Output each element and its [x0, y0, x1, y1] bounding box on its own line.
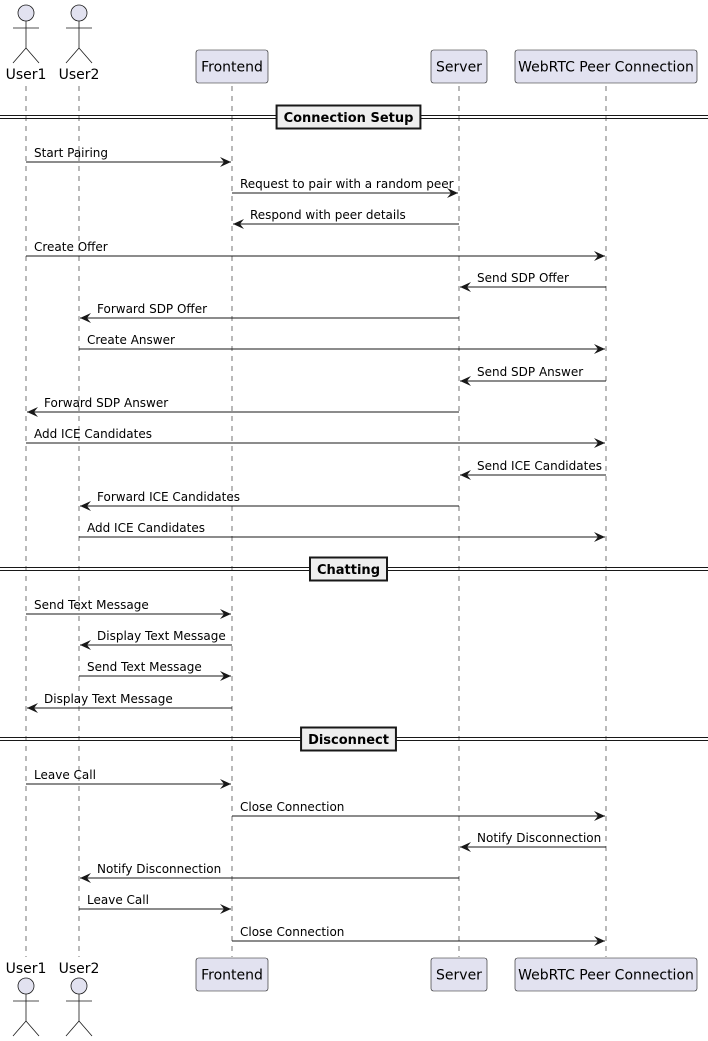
participant-box: [514, 957, 698, 992]
message-label: Add ICE Candidates: [87, 521, 205, 535]
message: Add ICE Candidates: [79, 521, 605, 542]
participant-box: [430, 49, 488, 84]
message: Leave Call: [26, 768, 231, 789]
message: Close Connection: [232, 800, 605, 821]
message-label: Send ICE Candidates: [477, 459, 602, 473]
message-label: Notify Disconnection: [97, 862, 221, 876]
message-label: Send Text Message: [34, 598, 149, 612]
message-label: Request to pair with a random peer: [240, 177, 454, 191]
message-label: Respond with peer details: [250, 208, 406, 222]
actor-user2-top: User2: [59, 4, 100, 83]
message: Create Answer: [79, 333, 605, 354]
participant-frontend-top: Frontend: [195, 49, 269, 84]
message: Close Connection: [232, 925, 605, 946]
message-label: Create Offer: [34, 240, 108, 254]
participant-label: User1: [6, 67, 47, 83]
message-label: Display Text Message: [97, 629, 226, 643]
section-divider: Chatting: [0, 556, 708, 582]
participant-box: [195, 49, 269, 84]
participant-label: Server: [436, 60, 482, 76]
section-title-box: [300, 726, 397, 752]
message-label: Forward SDP Offer: [97, 302, 207, 316]
participant-box: [195, 957, 269, 992]
actor-icon: [12, 4, 40, 64]
actor-icon: [12, 977, 40, 1037]
section-title-box: [275, 104, 422, 130]
message: Start Pairing: [26, 146, 231, 167]
section-title: Chatting: [317, 563, 380, 578]
participant-label: User2: [59, 67, 100, 83]
participant-label: User2: [59, 961, 100, 977]
participant-box: [430, 957, 488, 992]
participant-label: WebRTC Peer Connection: [518, 968, 694, 984]
participant-webrtc-top: WebRTC Peer Connection: [514, 49, 698, 84]
actor-user2-bottom: User2: [59, 961, 100, 1037]
message: Send SDP Offer: [460, 271, 606, 292]
section-divider: Disconnect: [0, 726, 708, 752]
message-label: Create Answer: [87, 333, 175, 347]
message: Create Offer: [26, 240, 605, 261]
section-divider: Connection Setup: [0, 104, 708, 130]
message: Display Text Message: [27, 692, 232, 713]
message: Send Text Message: [79, 660, 231, 681]
message-label: Start Pairing: [34, 146, 108, 160]
message-label: Leave Call: [87, 893, 149, 907]
message: Request to pair with a random peer: [232, 177, 458, 198]
message-label: Close Connection: [240, 925, 344, 939]
message: Notify Disconnection: [80, 862, 459, 883]
message: Display Text Message: [80, 629, 232, 650]
message-label: Forward SDP Answer: [44, 396, 168, 410]
message: Send Text Message: [26, 598, 231, 619]
message: Forward ICE Candidates: [80, 490, 459, 511]
message-label: Send SDP Answer: [477, 365, 583, 379]
message: Notify Disconnection: [460, 831, 606, 852]
message: Add ICE Candidates: [26, 427, 605, 448]
section-title: Disconnect: [308, 733, 389, 748]
participant-label: Server: [436, 968, 482, 984]
message: Leave Call: [79, 893, 231, 914]
message: Forward SDP Answer: [27, 396, 459, 417]
section-title-box: [308, 556, 389, 582]
message-label: Add ICE Candidates: [34, 427, 152, 441]
actor-icon: [65, 4, 93, 64]
message-label: Notify Disconnection: [477, 831, 601, 845]
message-label: Close Connection: [240, 800, 344, 814]
message: Send SDP Answer: [460, 365, 606, 386]
participant-server-top: Server: [430, 49, 488, 84]
message-label: Send SDP Offer: [477, 271, 569, 285]
participant-server-bottom: Server: [430, 957, 488, 992]
participant-label: Frontend: [201, 60, 263, 76]
message: Send ICE Candidates: [460, 459, 606, 480]
actor-icon: [65, 977, 93, 1037]
participant-label: WebRTC Peer Connection: [518, 60, 694, 76]
participant-box: [514, 49, 698, 84]
message: Respond with peer details: [233, 208, 459, 229]
message-label: Send Text Message: [87, 660, 202, 674]
actor-user1-bottom: User1: [6, 961, 47, 1037]
participant-label: User1: [6, 961, 47, 977]
message-label: Display Text Message: [44, 692, 173, 706]
section-title: Connection Setup: [284, 111, 414, 126]
message-label: Leave Call: [34, 768, 96, 782]
participant-frontend-bottom: Frontend: [195, 957, 269, 992]
participant-webrtc-bottom: WebRTC Peer Connection: [514, 957, 698, 992]
message-label: Forward ICE Candidates: [97, 490, 240, 504]
message: Forward SDP Offer: [80, 302, 459, 323]
participant-label: Frontend: [201, 968, 263, 984]
actor-user1-top: User1: [6, 4, 47, 83]
